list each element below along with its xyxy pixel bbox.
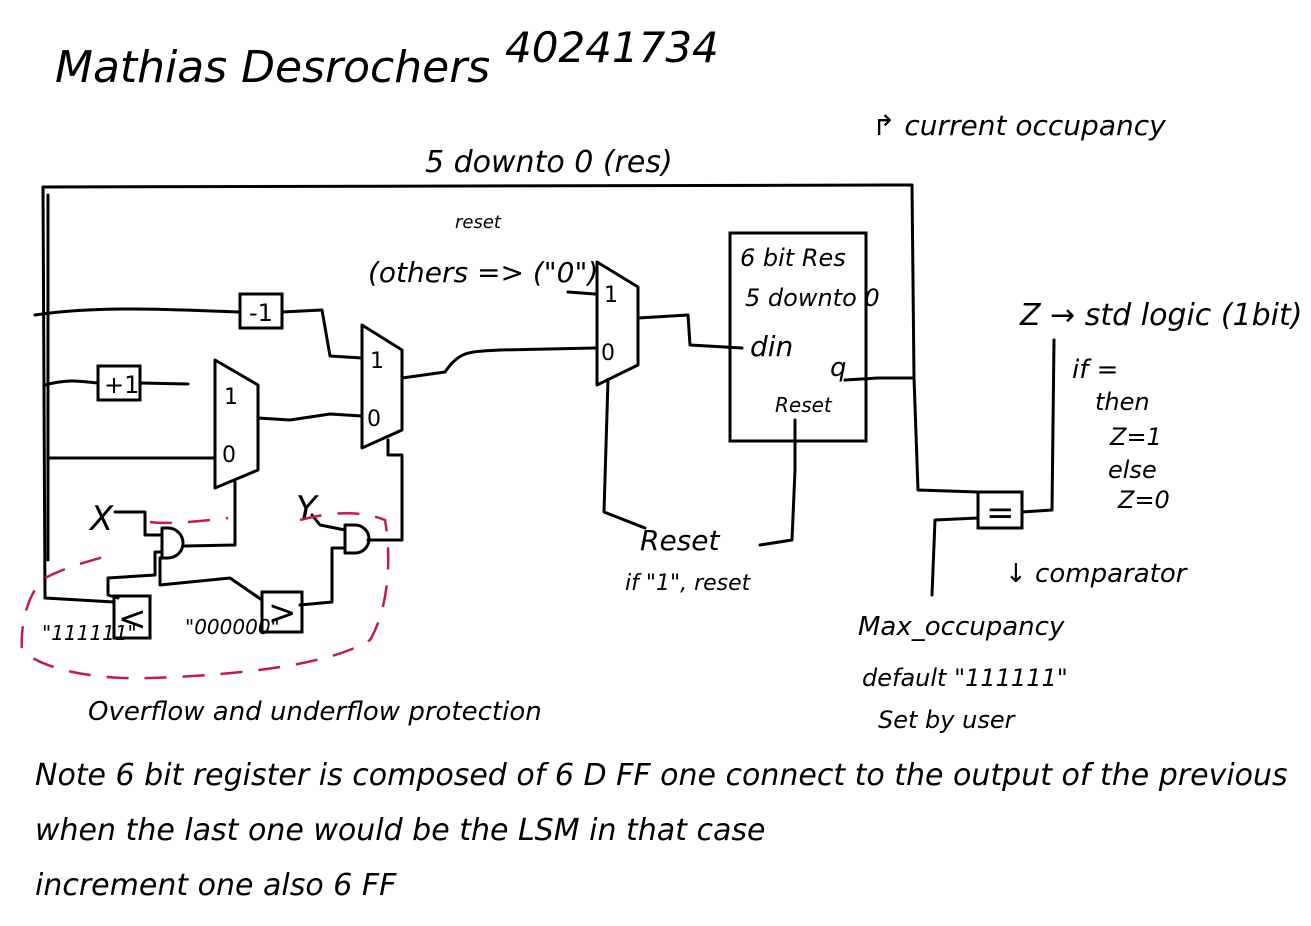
register-out-wire (843, 376, 916, 382)
reset-mux-select-wire (602, 378, 647, 530)
register-din: din (750, 330, 793, 363)
mux-2 (360, 323, 404, 450)
gt-to-and-y-wire (298, 546, 347, 607)
protection-label: Overflow and underflow protection (88, 697, 542, 727)
decrement-label: -1 (249, 299, 273, 327)
x-input-label: X (88, 499, 114, 539)
current-occupancy-label: ↱ current occupancy (872, 109, 1166, 142)
mux-1 (213, 358, 260, 490)
register-reset-port: Reset (775, 393, 833, 417)
feedback-bus-wire (41, 183, 916, 380)
equality-symbol: = (986, 493, 1015, 533)
note-line-1: Note 6 bit register is composed of 6 D F… (35, 758, 1288, 793)
if-label: if = (1072, 355, 1118, 385)
max-occupancy-label: Max_occupancy (858, 612, 1065, 642)
less-than-box (112, 594, 152, 640)
reset-others-label: (others => ("0") (368, 256, 598, 289)
reset-signal-label: Reset (640, 524, 720, 557)
register-reset-wire (758, 418, 797, 547)
protection-outline (20, 512, 390, 680)
and-gate-y (343, 523, 371, 555)
and-x-to-lt-wire (106, 550, 164, 600)
feedback-bus-label: 5 downto 0 (res) (425, 145, 673, 180)
z-zero-label: Z=0 (1117, 486, 1170, 514)
register-box (728, 231, 868, 443)
left-bus-wire (41, 185, 47, 600)
note-line-2: when the last one would be the LSM in th… (35, 813, 765, 848)
reset-mux-input-one: 1 (604, 283, 618, 308)
bus-to-gt-wire (158, 556, 264, 602)
set-by-user-label: Set by user (878, 706, 1017, 734)
decrement-to-mux2-wire (280, 308, 364, 360)
reset-condition-label: if "1", reset (625, 571, 752, 596)
minus-branch-wire (33, 307, 242, 317)
comparator-label: ↓ comparator (1005, 559, 1189, 589)
register-to-comparator-wire (912, 376, 980, 494)
mux-2-input-zero: 0 (367, 407, 381, 432)
bus-to-lt-wire (43, 596, 116, 604)
mux-1-input-zero: 0 (222, 443, 236, 468)
x-to-and-wire (113, 510, 164, 537)
mux-1-to-mux-2-wire (256, 412, 364, 422)
note-line-3: increment one also 6 FF (35, 868, 397, 903)
reset-value-wire (566, 290, 597, 296)
else-label: else (1108, 456, 1157, 484)
reset-mux (595, 260, 640, 387)
y-to-and-wire (310, 513, 347, 532)
mux-2-select-wire (366, 438, 404, 542)
mux-1-input-one: 1 (224, 385, 238, 410)
increment-out-wire (138, 381, 190, 386)
student-id: 40241734 (505, 23, 719, 72)
reset-others-top-label: reset (455, 212, 502, 233)
register-range: 5 downto 0 (745, 284, 880, 312)
greater-than-box (260, 590, 304, 634)
increment-label: +1 (104, 371, 139, 399)
register-title: 6 bit Res (740, 244, 846, 272)
equality-box (976, 490, 1024, 530)
reset-mux-to-register-wire (636, 313, 744, 350)
mux-1-select-wire (183, 480, 237, 548)
min-value-label: "000000" (185, 615, 280, 639)
max-value-label: "111111" (42, 621, 137, 645)
mux-2-input-one: 1 (370, 349, 384, 374)
mux-2-to-reset-mux-wire (400, 346, 597, 380)
and-gate-x (160, 526, 185, 560)
comparator-to-z-wire (1020, 338, 1056, 514)
plus-branch-wire (43, 379, 100, 387)
register-q: q (830, 353, 847, 383)
z-one-label: Z=1 (1109, 423, 1162, 451)
then-label: then (1095, 388, 1150, 416)
less-than-symbol: < (118, 599, 147, 639)
author-name: Mathias Desrochers (55, 42, 490, 93)
greater-than-symbol: > (268, 593, 297, 633)
reset-mux-input-zero: 0 (601, 341, 615, 366)
max-occupancy-wire (930, 516, 980, 597)
z-output-label: Z → std logic (1bit) (1019, 298, 1302, 333)
default-value-label: default "111111" (862, 664, 1068, 692)
y-input-label: Y (296, 489, 319, 529)
